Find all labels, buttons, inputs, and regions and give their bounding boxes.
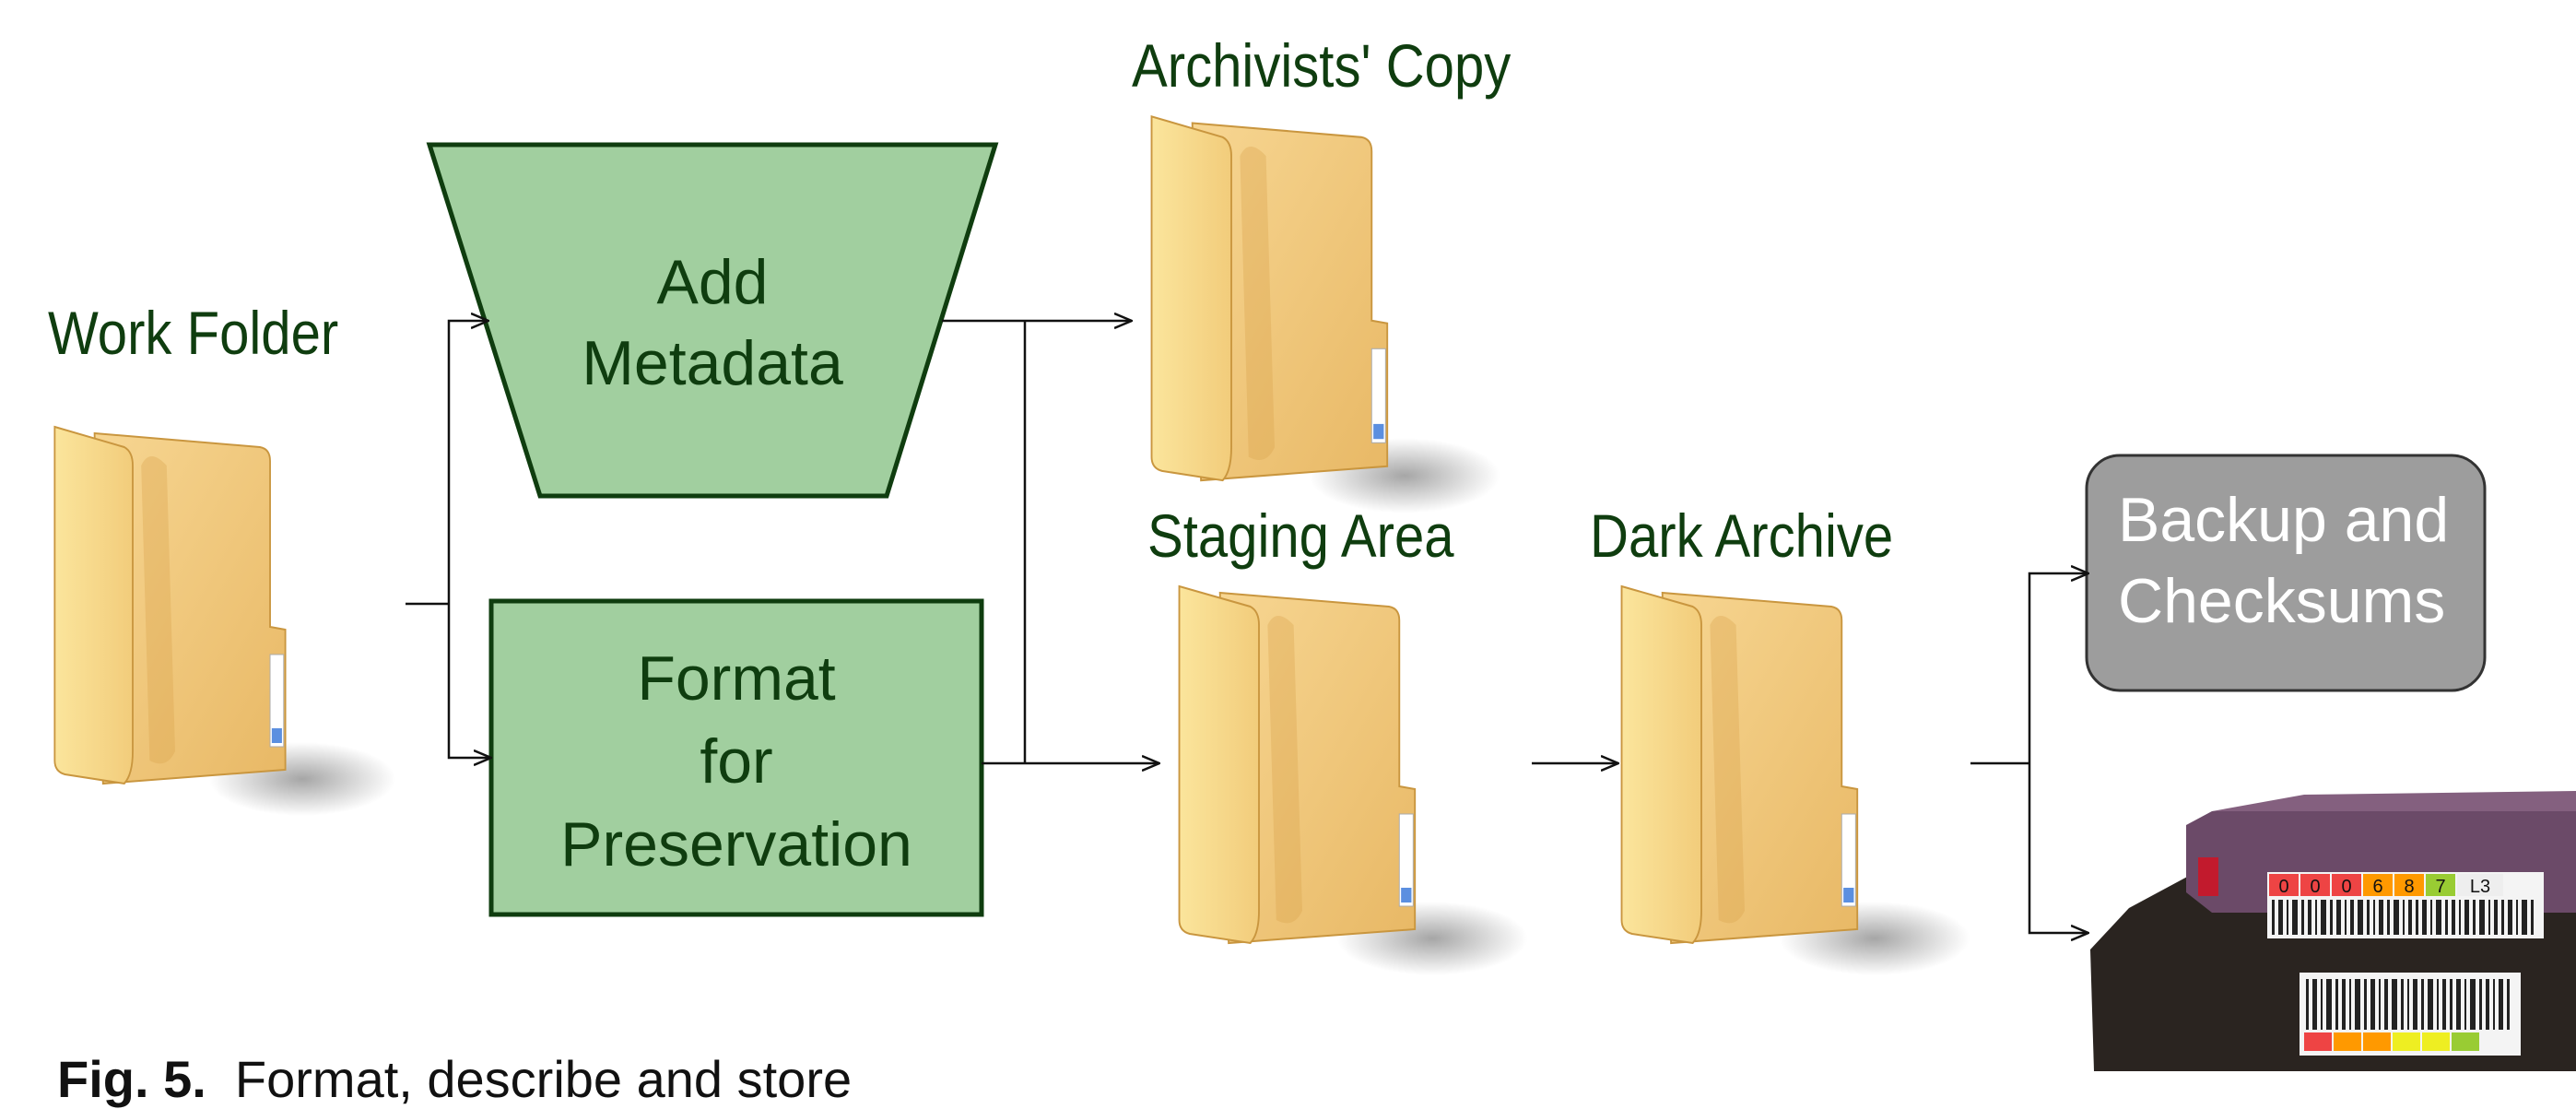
archivists-copy-folder-icon <box>1150 115 1501 514</box>
upper-tape-label-text: 0 0 0 6 8 7 L3 <box>2278 877 2490 897</box>
dark-archive-label: Dark Archive <box>1590 501 1894 570</box>
add-metadata-shape <box>426 142 999 499</box>
tape-label-2: 0 <box>2341 877 2351 897</box>
add-metadata-line-2: Metadata <box>582 328 843 399</box>
tape-label-0: 0 <box>2278 877 2288 897</box>
diagram-canvas: 0 0 0 6 8 7 L3 <box>53 115 2576 1071</box>
staging-area-label: Staging Area <box>1147 501 1454 570</box>
connectors <box>406 321 2088 933</box>
tape-label-4: 8 <box>2404 877 2414 897</box>
split-to-tapes-arrow <box>2028 763 2088 933</box>
format-line-3: Preservation <box>560 808 912 879</box>
tape-label-5: 7 <box>2435 877 2445 897</box>
split-to-format-arrow <box>447 604 491 758</box>
backup-and-checksums-text: Backup and Checksums <box>2118 479 2449 643</box>
dark-archive-folder-icon <box>1620 585 1971 976</box>
work-folder-icon <box>53 426 397 817</box>
format-line-1: Format <box>637 643 836 714</box>
add-metadata-line-1: Add <box>656 247 769 317</box>
lower-tape-barcode <box>2306 979 2510 1030</box>
upper-tape-label-cells <box>2269 874 2503 896</box>
tape-label-1: 0 <box>2310 877 2320 897</box>
staging-area-folder-icon <box>1178 585 1529 976</box>
figure-caption: Fig. 5. Format, describe and store <box>57 1049 852 1109</box>
add-metadata-text: Add Metadata <box>516 242 909 405</box>
upper-tape-barcode <box>2272 900 2534 935</box>
tape-cartridges-image: 0 0 0 6 8 7 L3 <box>2090 791 2576 1071</box>
tape-label-6: L3 <box>2470 877 2490 897</box>
split-to-add-metadata-arrow <box>447 321 488 604</box>
caption-text: Format, describe and store <box>234 1050 853 1108</box>
backup-line-1: Backup and <box>2118 485 2450 555</box>
format-for-preservation-shape <box>488 598 984 917</box>
format-for-preservation-text: Format for Preservation <box>491 638 982 886</box>
backup-line-2: Checksums <box>2118 566 2446 637</box>
split-to-backup-arrow <box>2028 573 2088 763</box>
tape-label-3: 6 <box>2372 877 2382 897</box>
work-folder-label: Work Folder <box>48 299 339 367</box>
format-line-2: for <box>700 726 773 796</box>
archivists-copy-label: Archivists' Copy <box>1132 31 1511 100</box>
caption-prefix: Fig. 5. <box>57 1050 206 1108</box>
